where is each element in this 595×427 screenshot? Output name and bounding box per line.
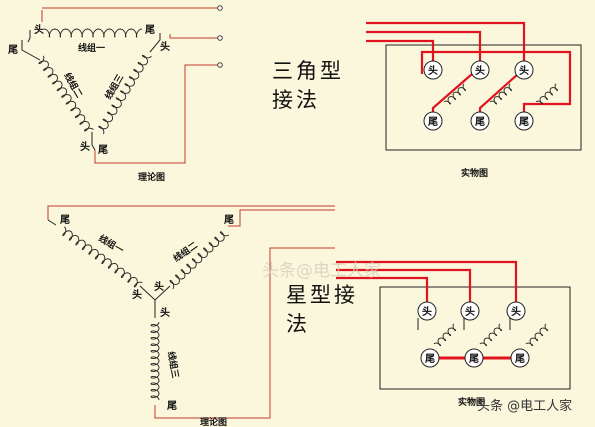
star-tail-terminal-1: 尾 bbox=[420, 348, 440, 368]
star-head-label-right: 头 bbox=[154, 280, 164, 293]
star-tail-label-bottom: 尾 bbox=[167, 400, 177, 412]
delta-theory-caption: 理论图 bbox=[138, 171, 165, 183]
star-tail-terminal-2: 尾 bbox=[464, 348, 484, 368]
watermark-center: 头条@电工人家 bbox=[262, 261, 381, 281]
delta-bottom-joint bbox=[91, 132, 96, 151]
star-winding-1-coil bbox=[62, 226, 143, 288]
delta-theory-diagram: 头 尾 尾 头 头 尾 线组一 线组二 线组三 理论图 bbox=[8, 5, 223, 183]
star-tail-label-left: 尾 bbox=[60, 214, 70, 226]
svg-text:头: 头 bbox=[428, 64, 438, 77]
delta-physical-coil-1 bbox=[443, 83, 467, 105]
delta-top-left-joint bbox=[27, 30, 31, 43]
star-supply-wire-3 bbox=[336, 276, 429, 302]
delta-winding-2-coil bbox=[38, 55, 94, 132]
star-physical-diagram: 头 头 头 尾 尾 尾 实物图 bbox=[336, 260, 571, 408]
delta-winding-1-coil bbox=[43, 28, 143, 38]
delta-tail-terminal-2: 尾 bbox=[470, 111, 490, 131]
star-terminal-box bbox=[379, 286, 571, 390]
star-physical-coil-2 bbox=[479, 323, 503, 347]
star-supply-wire-1 bbox=[336, 260, 518, 302]
star-winding-1-label: 线组一 bbox=[97, 232, 126, 256]
delta-physical-coil-3 bbox=[535, 83, 559, 105]
star-theory-caption: 理论图 bbox=[200, 416, 227, 427]
star-winding-3-label: 线组三 bbox=[165, 350, 182, 379]
star-head-terminal-2: 头 bbox=[460, 301, 480, 321]
star-head-label-left: 头 bbox=[132, 288, 142, 301]
star-winding-2-label: 线组二 bbox=[171, 239, 200, 264]
star-tail-label-right: 尾 bbox=[224, 214, 234, 226]
delta-physical-diagram: 头 头 头 尾 尾 尾 实物图 bbox=[366, 21, 582, 179]
delta-head-terminal-1: 头 bbox=[423, 60, 443, 80]
delta-head-label-bottom: 头 bbox=[80, 140, 90, 153]
watermark-corner: 头条 @电工人家 bbox=[477, 398, 572, 414]
star-head-label-bottom: 头 bbox=[160, 306, 170, 319]
svg-text:头: 头 bbox=[475, 64, 485, 77]
star-head-terminal-3: 头 bbox=[506, 301, 526, 321]
delta-tail-label-left: 尾 bbox=[8, 44, 18, 56]
star-title-line-2: 法 bbox=[286, 312, 310, 336]
delta-head-label-top: 头 bbox=[34, 23, 44, 36]
star-left-stub bbox=[47, 219, 57, 226]
svg-text:头: 头 bbox=[519, 64, 529, 77]
star-output-line-1 bbox=[47, 205, 335, 220]
delta-tail-terminal-1: 尾 bbox=[423, 111, 443, 131]
star-output-line-2 bbox=[228, 209, 335, 227]
delta-right-link bbox=[149, 33, 161, 53]
delta-left-link bbox=[21, 40, 41, 61]
delta-output-terminal-3 bbox=[217, 62, 223, 68]
delta-output-line-3 bbox=[94, 64, 218, 164]
svg-text:头: 头 bbox=[511, 305, 521, 318]
star-output-line-3 bbox=[154, 247, 335, 419]
svg-text:尾: 尾 bbox=[515, 353, 525, 365]
svg-text:尾: 尾 bbox=[425, 353, 435, 365]
svg-text:尾: 尾 bbox=[469, 353, 479, 365]
star-head-terminal-1: 头 bbox=[417, 301, 437, 321]
svg-text:尾: 尾 bbox=[519, 116, 529, 128]
delta-physical-caption: 实物图 bbox=[461, 167, 488, 179]
delta-winding-1-label: 线组一 bbox=[78, 42, 105, 54]
delta-title-line-2: 接法 bbox=[272, 88, 320, 112]
delta-supply-wire-1 bbox=[366, 21, 526, 62]
star-physical-coil-1 bbox=[433, 323, 457, 347]
star-title-line-1: 星型接 bbox=[286, 283, 358, 307]
svg-text:头: 头 bbox=[465, 305, 475, 318]
delta-head-terminal-3: 头 bbox=[514, 60, 534, 80]
delta-winding-3-label: 线组三 bbox=[102, 72, 126, 101]
star-physical-coil-3 bbox=[525, 323, 549, 347]
star-tail-terminal-3: 尾 bbox=[510, 348, 530, 368]
delta-head-terminal-2: 头 bbox=[470, 60, 490, 80]
delta-output-terminal-2 bbox=[217, 35, 223, 41]
delta-terminal-box bbox=[385, 44, 582, 151]
delta-title-line-1: 三角型 bbox=[272, 59, 344, 83]
star-physical-caption: 实物图 bbox=[458, 396, 485, 408]
delta-output-terminal-1 bbox=[217, 5, 223, 11]
svg-text:头: 头 bbox=[422, 305, 432, 318]
svg-text:尾: 尾 bbox=[428, 116, 438, 128]
svg-text:尾: 尾 bbox=[475, 116, 485, 128]
delta-head-label-right: 头 bbox=[160, 40, 170, 53]
star-winding-3-coil bbox=[150, 321, 160, 401]
delta-tail-label-top: 尾 bbox=[145, 24, 155, 36]
delta-physical-coil-2 bbox=[489, 83, 513, 105]
star-winding-2-coil bbox=[169, 231, 230, 290]
delta-output-line-2 bbox=[169, 34, 218, 39]
delta-jumper-3 bbox=[420, 50, 572, 118]
star-supply-wire-2 bbox=[336, 268, 472, 302]
delta-winding-3-coil bbox=[98, 54, 152, 135]
delta-tail-label-bottom: 尾 bbox=[98, 144, 108, 156]
delta-tail-terminal-3: 尾 bbox=[514, 111, 534, 131]
delta-supply-wire-3 bbox=[366, 39, 435, 62]
